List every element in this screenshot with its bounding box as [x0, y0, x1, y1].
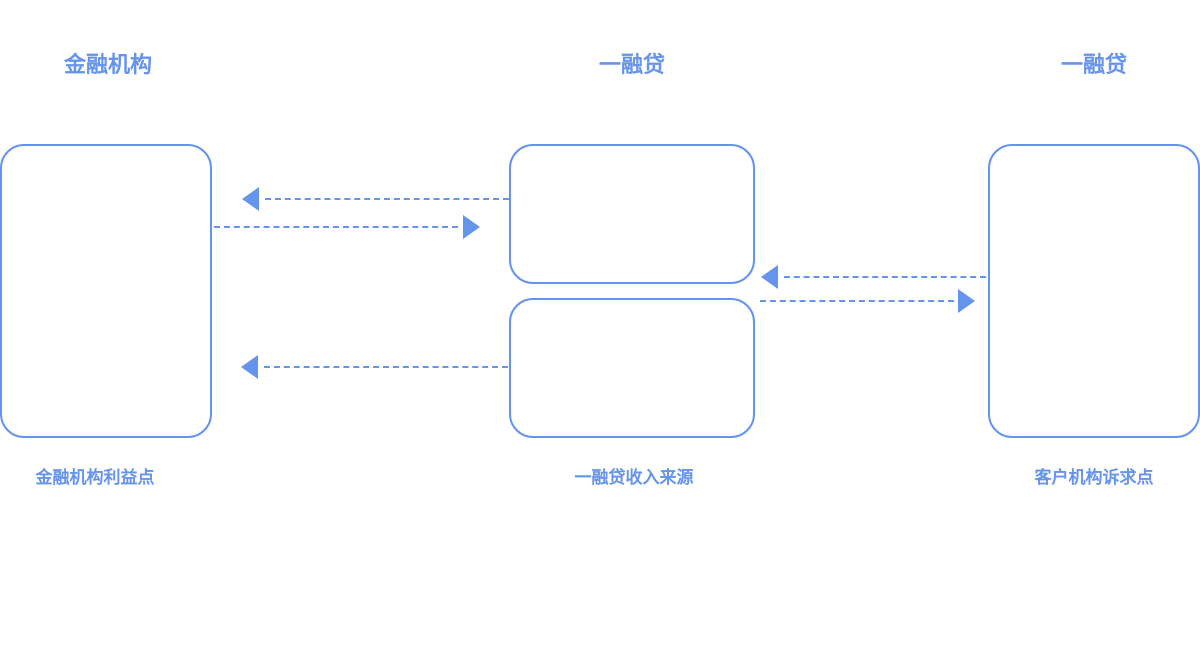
- connector-center-to-right: [760, 300, 954, 302]
- arrow-left-head-bottom: [241, 355, 258, 379]
- arrow-right-head-top: [463, 215, 480, 239]
- left-column-title: 金融机构: [63, 53, 152, 78]
- connector-center-top-to-left: [265, 198, 509, 200]
- arrow-right-head-right: [958, 289, 975, 313]
- left-column-caption: 金融机构利益点: [35, 468, 155, 488]
- connector-right-to-center: [784, 276, 986, 278]
- connector-left-to-center-top: [214, 226, 458, 228]
- arrow-left-head-right: [761, 265, 778, 289]
- right-column-caption: 客户机构诉求点: [1034, 468, 1154, 488]
- left-box: [0, 144, 212, 438]
- right-column-title: 一融贷: [1060, 53, 1127, 78]
- center-column-caption: 一融贷收入来源: [574, 468, 694, 488]
- center-top-box: [509, 144, 755, 284]
- connector-center-bottom-to-left: [264, 366, 508, 368]
- arrow-left-head-top: [242, 187, 259, 211]
- right-box: [988, 144, 1200, 438]
- center-bottom-box: [509, 298, 755, 438]
- center-column-title: 一融贷: [598, 53, 665, 78]
